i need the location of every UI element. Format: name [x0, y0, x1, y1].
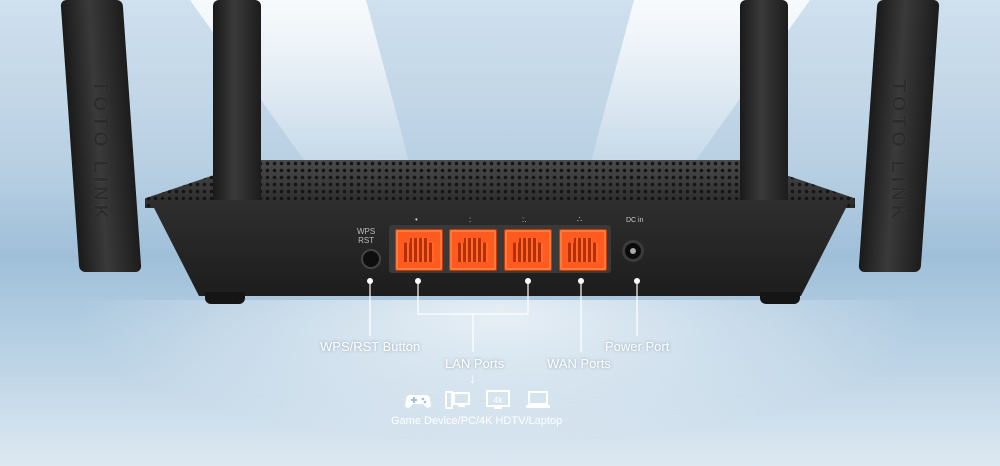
- brand-logo-left: TOTO LINK: [89, 80, 111, 224]
- port-number-wan: ∴: [577, 215, 583, 224]
- wps-print-line1: WPS: [357, 227, 376, 236]
- device-icons: 4k: [405, 389, 555, 413]
- 4k-tv-icon: 4k: [486, 390, 510, 409]
- router-foot-left: [205, 292, 245, 304]
- lan-port-1: [395, 229, 443, 271]
- lan-port-2: [449, 229, 497, 271]
- wan-port: [559, 229, 607, 271]
- dc-in-print: DC in: [626, 217, 644, 224]
- laptop-icon: [526, 391, 550, 408]
- callout-dot-power: [634, 278, 640, 284]
- wps-rst-button: [361, 249, 381, 269]
- lan-ports-label: LAN Ports: [445, 356, 505, 371]
- lan-port-3: [504, 229, 552, 271]
- port-number-2: :: [469, 215, 472, 224]
- 4k-text: 4k: [493, 395, 503, 405]
- power-port-label: Power Port: [605, 339, 670, 354]
- reflective-floor: [0, 300, 1000, 466]
- wan-ports-label: WAN Ports: [547, 356, 611, 371]
- callout-dot-lan1: [415, 278, 421, 284]
- callout-dot-lan3: [525, 278, 531, 284]
- callout-bracket-lan: [417, 281, 529, 315]
- pc-icon: [445, 391, 470, 409]
- wps-rst-print: WPS RST: [357, 227, 375, 245]
- callout-dot-wps: [367, 278, 373, 284]
- callout-dot-wan: [578, 278, 584, 284]
- device-caption: Game Device/PC/4K HDTV/Laptop: [391, 415, 563, 427]
- port-number-1: •: [415, 215, 418, 224]
- port-number-3: :.: [522, 215, 527, 224]
- down-arrow-icon: ↓: [469, 370, 476, 386]
- power-jack: [622, 240, 644, 262]
- wps-print-line2: RST: [358, 236, 375, 245]
- wps-rst-label: WPS/RST Button: [320, 339, 421, 354]
- gamepad-icon: [405, 395, 431, 408]
- router-foot-right: [760, 292, 800, 304]
- brand-logo-right: TOTO LINK: [887, 80, 909, 224]
